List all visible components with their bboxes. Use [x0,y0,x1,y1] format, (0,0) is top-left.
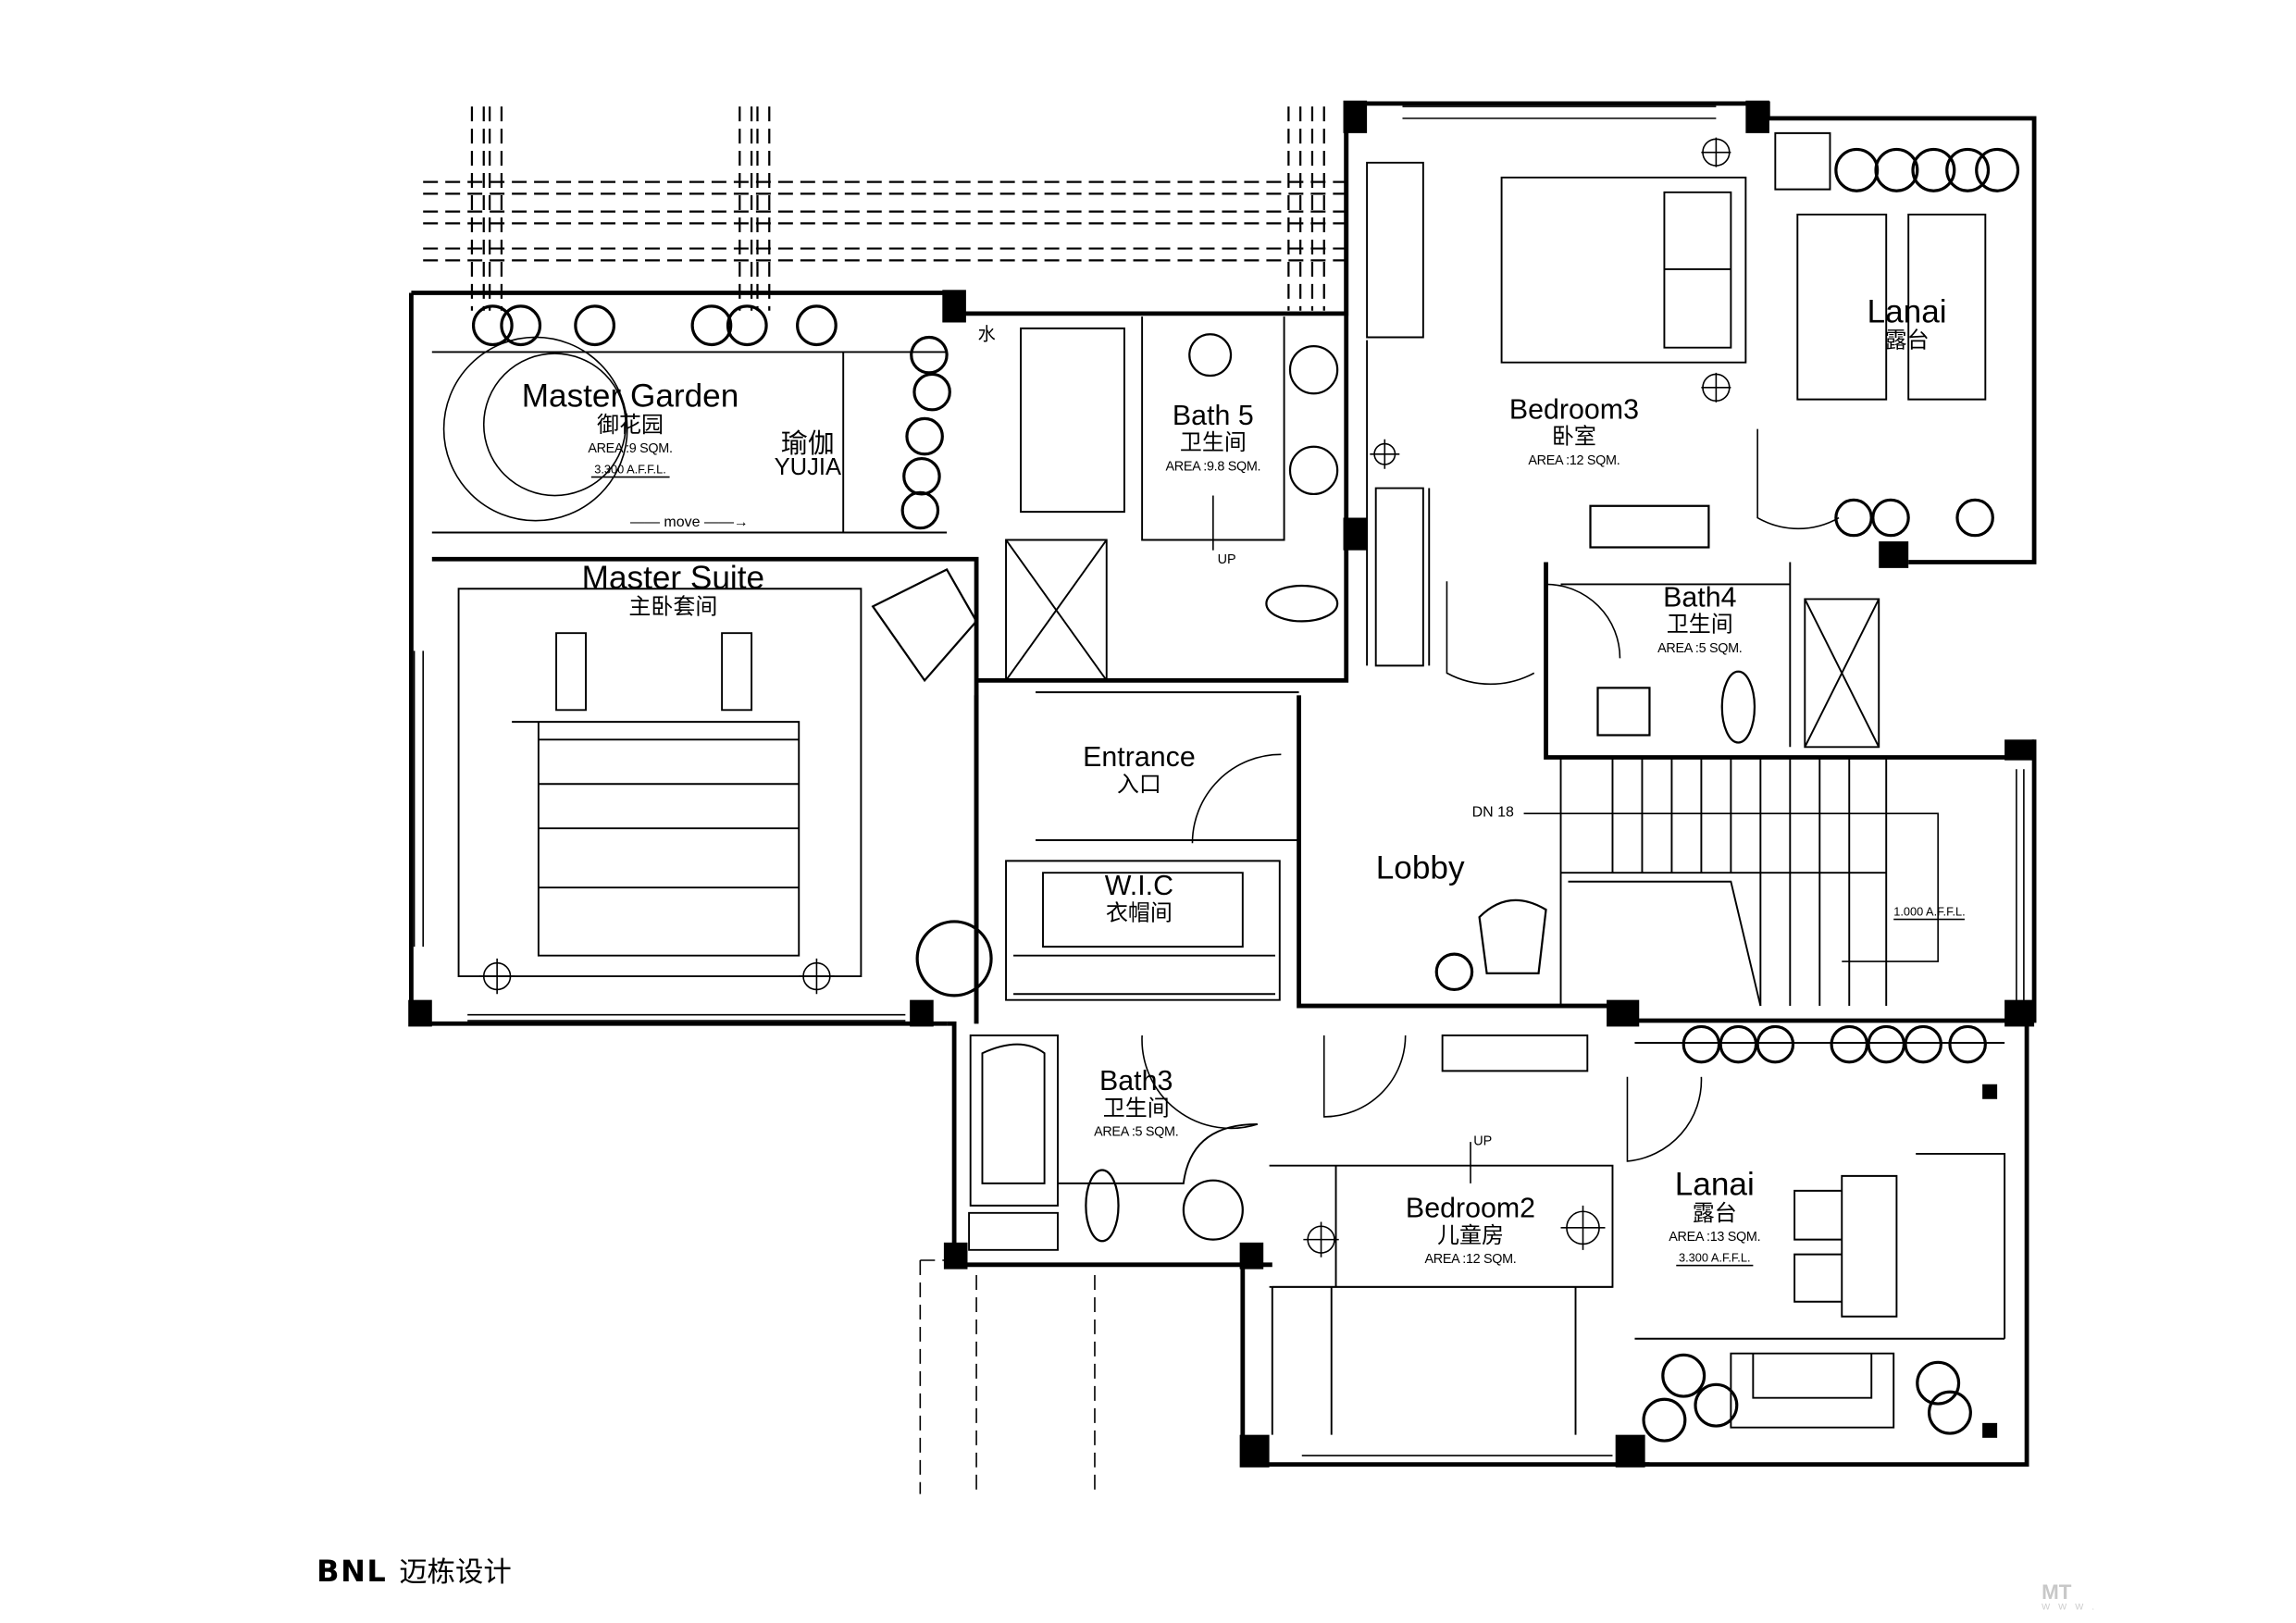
room-lanai-bottom: Lanai 露台 AREA :13 SQM. 3.300 A.F.F.L. [1669,1165,1761,1268]
fixtures [871,333,1756,1243]
room-area: AREA :9 SQM. [588,440,673,456]
room-name-cn: 入口 [1116,772,1161,798]
planters [471,147,2020,1443]
move-label: move [664,514,701,531]
stair-up-label-2: UP [1473,1133,1493,1148]
room-area: AREA :13 SQM. [1669,1229,1761,1245]
partitions [431,131,2006,1435]
room-name-en: Master Suite [581,559,765,597]
room-bath3: Bath3 卫生间 AREA :5 SQM. [1094,1066,1179,1139]
terrace-outline [919,1259,1096,1494]
room-name-cn: 露台 [1692,1201,1737,1227]
stair-up-label: UP [1217,551,1236,567]
move-arrow-left-line: —— [630,514,660,531]
room-name-en: Bath3 [1099,1066,1173,1098]
light-symbols [478,137,1731,1258]
room-name-cn: 瑜伽 [781,428,835,459]
room-name-en: Bedroom3 [1508,394,1639,427]
room-name-en: Lanai [1867,292,1947,330]
room-lobby: Lobby [1375,849,1465,886]
room-bedroom3: Bedroom3 卧室 AREA :12 SQM. [1509,396,1639,467]
room-area: AREA :9.8 SQM. [1165,458,1261,474]
room-name-cn: 衣帽间 [1105,900,1173,926]
pergola [423,106,1349,311]
brand-logo: BNL 迈栋设计 [316,1550,512,1590]
level-marker-stair: 1.000 A.F.F.L. [1893,905,1966,921]
move-note: —— move ——→ [630,514,749,531]
room-area: AREA :12 SQM. [1424,1251,1517,1267]
room-name-cn: 主卧套间 [628,594,718,620]
room-name-cn: 御花园 [597,413,664,439]
room-name-en: Lobby [1375,849,1465,886]
brand-name-cn: 迈栋设计 [399,1555,512,1589]
room-name-en: Entrance [1083,742,1196,774]
room-name-cn: 卫生间 [1666,612,1733,638]
room-master-garden: Master Garden 御花园 AREA :9 SQM. 3.300 A.F… [521,377,739,479]
room-wic: W.I.C 衣帽间 [1105,873,1173,924]
room-name-en: W.I.C [1104,871,1174,903]
room-name-cn: 儿童房 [1437,1223,1504,1249]
room-area: AREA :12 SQM. [1528,452,1620,468]
room-name-en: Bath 5 [1172,401,1254,432]
move-arrow-icon: ——→ [703,514,749,531]
stair-down-label: DN 18 [1471,804,1514,822]
level-marker: 3.300 A.F.F.L. [1675,1252,1754,1267]
room-bath5: Bath 5 卫生间 AREA :9.8 SQM. [1166,403,1261,474]
door-swings [1141,428,1840,1162]
room-lanai-top: Lanai 露台 [1867,292,1947,354]
room-name-en: Lanai [1674,1165,1755,1203]
room-bath4: Bath4 卫生间 AREA :5 SQM. [1657,582,1743,656]
stair-arrows [1212,495,1939,1183]
room-yoga: 瑜伽 YUJIA [775,429,841,481]
level-marker: 3.300 A.F.F.L. [591,464,669,478]
room-name-cn: 卫生间 [1179,430,1247,456]
room-master-suite: Master Suite 主卧套间 [581,559,765,620]
room-area: AREA :5 SQM. [1657,640,1743,656]
room-name-cn: 卫生间 [1102,1096,1170,1121]
room-name-cn: 卧室 [1551,424,1596,450]
windows [413,105,2025,1466]
wall-posts [408,100,2035,1468]
watermark-logo: MT [2042,1580,2072,1604]
watermark-sub: W W W . [2042,1603,2098,1613]
room-name-cn: 露台 [1884,328,1930,354]
room-name-en: Bath4 [1663,582,1737,614]
room-name-en: Bedroom2 [1405,1194,1536,1225]
room-area: AREA :5 SQM. [1094,1123,1179,1139]
room-name-en: YUJIA [774,455,842,481]
water-symbol: 水 [977,324,996,345]
watermark: MT W W W . [2042,1580,2097,1612]
room-entrance: Entrance 入口 [1083,744,1196,796]
brand-mark: BNL [316,1553,388,1589]
room-bedroom2: Bedroom2 儿童房 AREA :12 SQM. [1406,1196,1535,1267]
room-name-en: Master Garden [521,377,739,415]
